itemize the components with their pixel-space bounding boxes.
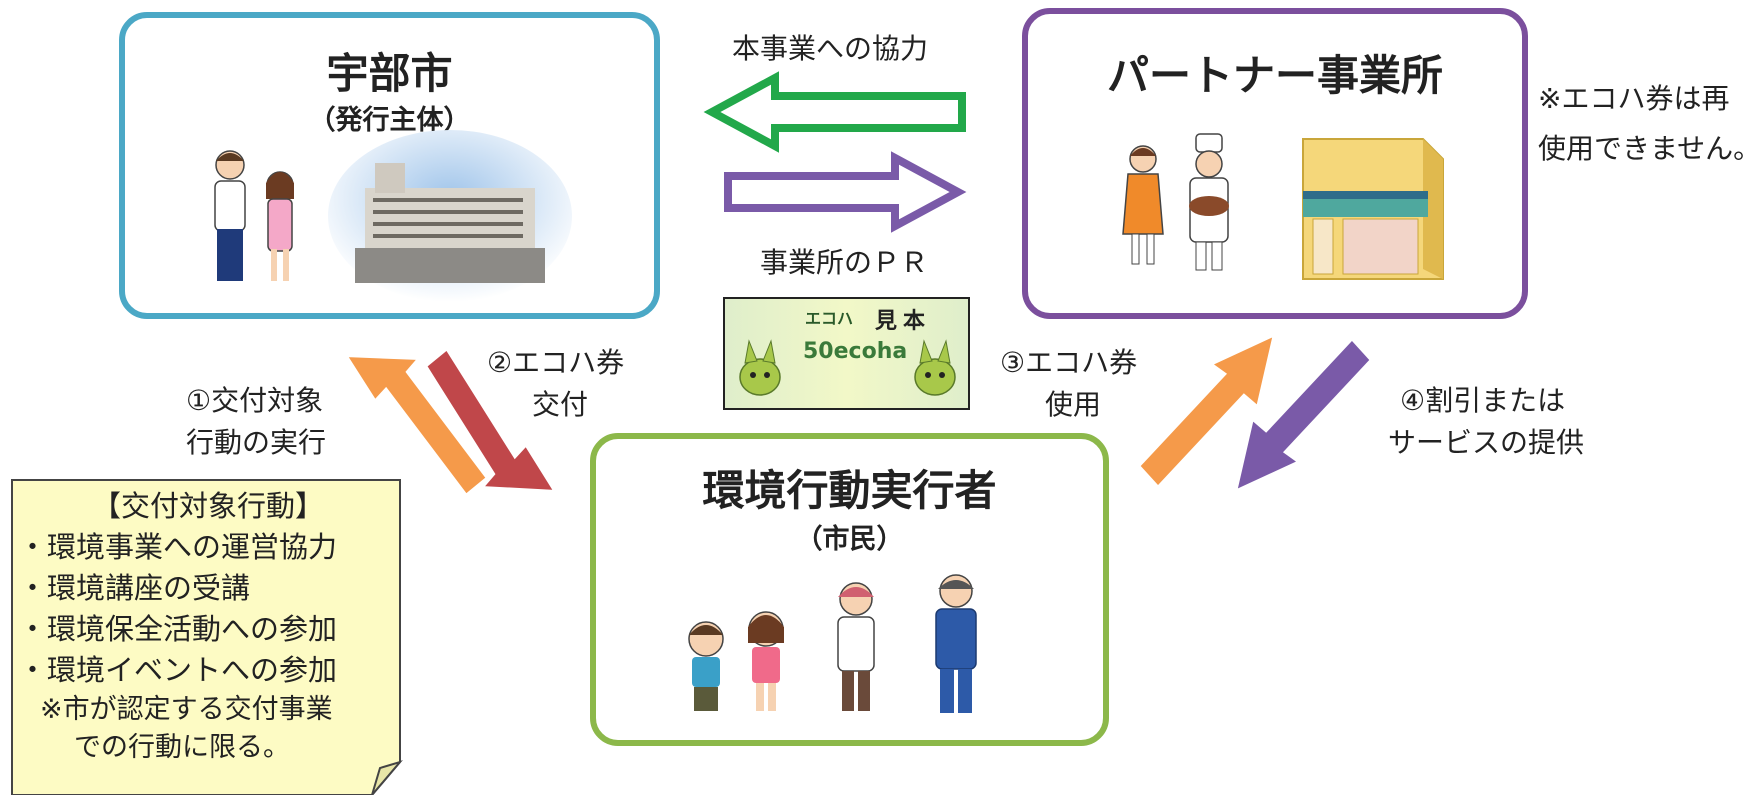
criteria-list: ・環境事業への運営協力 ・環境講座の受講 ・環境保全活動への参加 ・環境イベント… bbox=[18, 527, 398, 691]
cooperation-label: 本事業への協力 bbox=[732, 32, 929, 65]
actor-title: 環境行動実行者 bbox=[702, 466, 997, 515]
ticket-mascot-left-icon bbox=[739, 339, 781, 396]
actor-subtitle: （市民） bbox=[795, 524, 904, 555]
criteria-item: ・環境事業への運営協力 bbox=[18, 530, 338, 564]
partner-box: パートナー事業所 bbox=[1022, 8, 1528, 319]
city-hall-photo bbox=[328, 130, 572, 302]
ticket-amount: 50ecoha bbox=[803, 339, 908, 364]
criteria-item: ・環境講座の受講 bbox=[18, 571, 251, 605]
step1-label-line2: 行動の実行 bbox=[186, 426, 327, 459]
city-staff-illustration bbox=[214, 150, 294, 281]
step4-label-line1: ④割引または bbox=[1400, 384, 1566, 417]
step2-label-line1: ②エコハ券 bbox=[487, 346, 625, 379]
notice-line1: ※エコハ券は再 bbox=[1538, 82, 1730, 115]
ecoha-ticket: エコハ 見本 50ecoha bbox=[723, 297, 970, 410]
step2-label-line2: 交付 bbox=[532, 388, 589, 421]
city-title: 宇部市 bbox=[326, 49, 453, 98]
notice-line2: 使用できません。 bbox=[1538, 132, 1762, 165]
shop-staff-illustration bbox=[1122, 133, 1229, 271]
criteria-heading: 【交付対象行動】 bbox=[91, 489, 324, 523]
step3-label-line2: 使用 bbox=[1045, 388, 1102, 421]
pr-label: 事業所のＰＲ bbox=[760, 246, 929, 279]
citizens-illustration bbox=[688, 574, 977, 713]
criteria-note: 【交付対象行動】 ・環境事業への運営協力 ・環境講座の受講 ・環境保全活動への参… bbox=[18, 486, 398, 767]
criteria-item: ・環境イベントへの参加 bbox=[18, 653, 338, 687]
step3-label-line1: ③エコハ券 bbox=[1000, 346, 1138, 379]
criteria-item: ・環境保全活動への参加 bbox=[18, 612, 338, 646]
criteria-footnote-line2: での行動に限る。 bbox=[74, 732, 290, 763]
city-box: 宇部市 （発行主体） bbox=[119, 12, 660, 319]
ticket-mark: 見本 bbox=[875, 309, 932, 334]
criteria-footnote-line1: ※市が認定する交付事業 bbox=[40, 694, 333, 725]
ticket-brand: エコハ bbox=[805, 309, 854, 328]
step4-label-line2: サービスの提供 bbox=[1388, 426, 1585, 459]
partner-title: パートナー事業所 bbox=[1106, 51, 1443, 100]
ticket-mascot-right-icon bbox=[914, 339, 956, 396]
step1-label-line1: ①交付対象 bbox=[186, 384, 324, 417]
actor-box: 環境行動実行者 （市民） bbox=[590, 433, 1109, 746]
shop-building-illustration bbox=[1302, 138, 1444, 280]
